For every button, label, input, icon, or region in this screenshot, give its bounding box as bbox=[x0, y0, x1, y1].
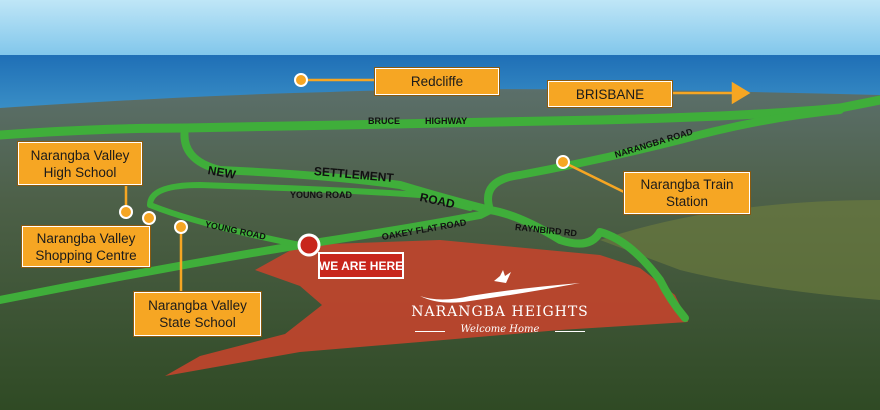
logo-title: NARANGBA HEIGHTS bbox=[411, 304, 589, 320]
farmland bbox=[600, 200, 880, 300]
arrow-right-icon bbox=[731, 81, 751, 105]
logo-mark bbox=[415, 270, 585, 332]
label-brisbane: BRISBANE bbox=[548, 81, 672, 107]
bird-icon bbox=[494, 270, 511, 283]
label-high-school: Narangba Valley High School bbox=[18, 142, 142, 185]
label-shopping-centre: Narangba Valley Shopping Centre bbox=[22, 226, 150, 267]
label-state-school: Narangba Valley State School bbox=[134, 292, 261, 336]
road-network bbox=[0, 95, 880, 322]
young-road-north bbox=[147, 182, 473, 211]
location-pin-icon bbox=[297, 233, 321, 257]
sky bbox=[0, 0, 880, 60]
road-label-young-road-1: YOUNG ROAD bbox=[290, 190, 353, 200]
young-road-south bbox=[147, 202, 303, 248]
label-redcliffe: Redcliffe bbox=[375, 68, 499, 95]
location-dots bbox=[119, 73, 570, 234]
label-train-station: Narangba Train Station bbox=[624, 172, 750, 214]
road-label-highway: HIGHWAY bbox=[425, 116, 468, 126]
narangba-road bbox=[484, 106, 844, 214]
road-label-bruce: BRUCE bbox=[368, 116, 401, 126]
logo-subtitle: Welcome Home bbox=[460, 324, 540, 335]
development-area bbox=[165, 240, 688, 376]
bruce-highway bbox=[0, 95, 880, 140]
we-are-here-label: WE ARE HERE bbox=[318, 252, 404, 279]
oakey-flat-road bbox=[0, 206, 494, 304]
